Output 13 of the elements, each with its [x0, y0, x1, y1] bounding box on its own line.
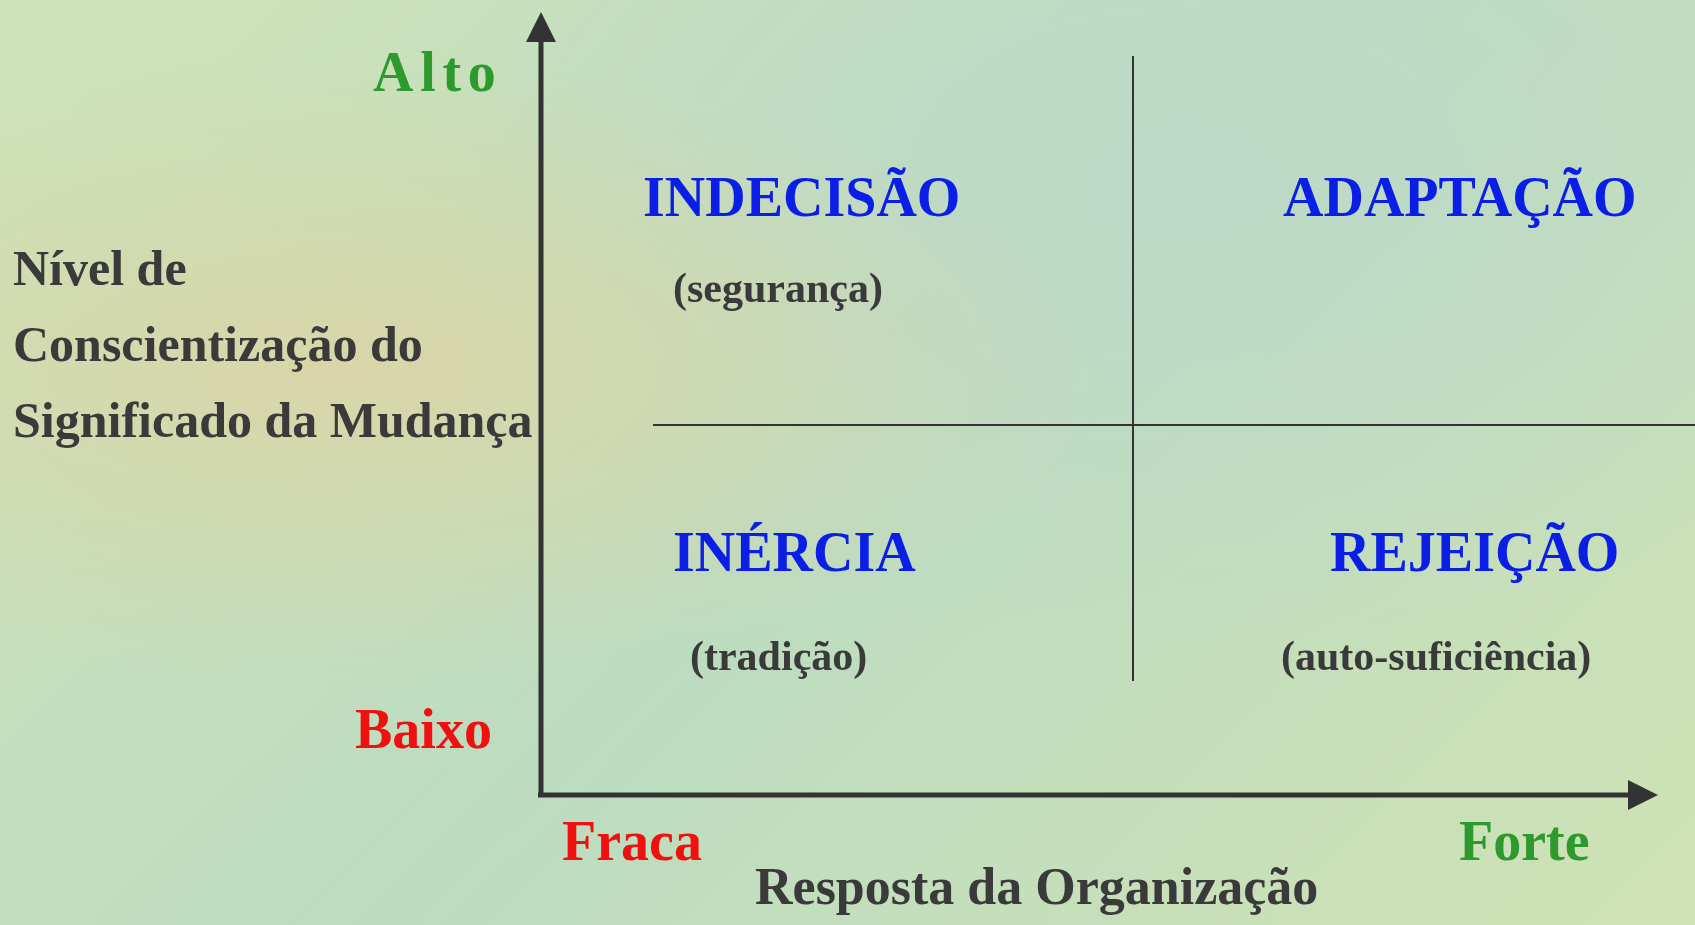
quadrant-subtitle: (tradição) [690, 632, 868, 681]
axis-high-label: Forte [1459, 809, 1590, 874]
axis-low-label: Baixo [355, 697, 492, 762]
axis-high-label: Alto [373, 40, 503, 105]
quadrant-title: ADAPTAÇÃO [1283, 165, 1637, 230]
quadrant-title: INDECISÃO [643, 165, 961, 230]
axis-title: Nível de Conscientização do Significado da Mudança [13, 239, 534, 450]
quadrant-title: REJEIÇÃO [1330, 520, 1620, 585]
quadrant-title: INÉRCIA [673, 520, 916, 585]
axis-low-label: Fraca [562, 809, 702, 874]
quadrant-subtitle: (segurança) [673, 264, 883, 313]
axis-title: Resposta da Organização [755, 857, 1319, 917]
quadrant-subtitle: (auto-suficiência) [1281, 632, 1592, 681]
